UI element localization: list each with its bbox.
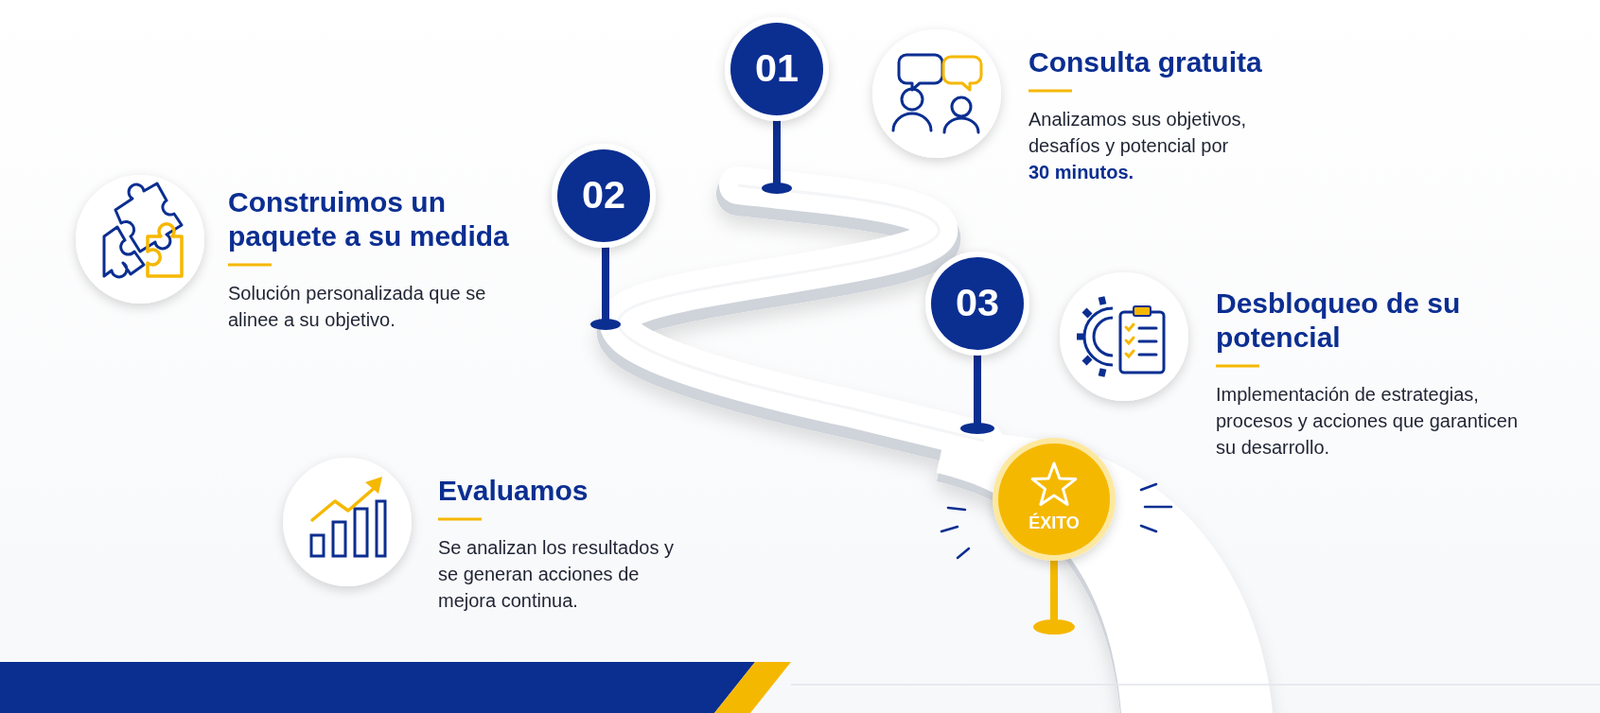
step-heading: Desbloqueo de su potencial (1215, 286, 1500, 355)
road (618, 185, 1273, 713)
star-symbol (1032, 463, 1076, 505)
step-number-pin: 03 (924, 250, 1031, 357)
puzzle-icon (75, 175, 205, 304)
step-heading: Construimos un paquete a su medida (228, 185, 541, 254)
pin-ring (925, 251, 1030, 356)
step-highlight: 30 minutos. (1028, 158, 1313, 186)
pin-ring (992, 438, 1116, 562)
step-number: 02 (550, 175, 657, 215)
step-number: 03 (924, 283, 1031, 323)
step-number-pin: 02 (550, 142, 657, 249)
chart-icon (282, 457, 412, 587)
step-description: Implementación de estrategias, procesos … (1215, 381, 1538, 461)
step-number: 01 (723, 49, 830, 88)
bottom-band (0, 662, 1600, 713)
heading-underline (1215, 365, 1260, 369)
pin-ring (551, 143, 656, 248)
pin-head (991, 437, 1117, 563)
pin-ring (724, 17, 829, 122)
step-description: Solución personalizada que se alinee a s… (228, 280, 512, 334)
heading-underline (228, 263, 272, 267)
step-number-pin: 01 (723, 16, 830, 123)
step-description: Se analizan los resultados y se generan … (438, 534, 694, 615)
pin-face (998, 443, 1110, 556)
consult-icon (872, 29, 1002, 159)
heading-underline (438, 518, 482, 522)
heading-underline (1028, 89, 1073, 93)
success-label: ÉXITO (991, 514, 1117, 532)
step-heading: Evaluamos (438, 474, 722, 509)
step-description: Analizamos sus objetivos, desafíos y pot… (1028, 105, 1313, 159)
success-pin: ÉXITO (991, 437, 1117, 563)
gear-checklist-icon (1059, 272, 1189, 402)
step-heading: Consulta gratuita (1028, 45, 1341, 80)
